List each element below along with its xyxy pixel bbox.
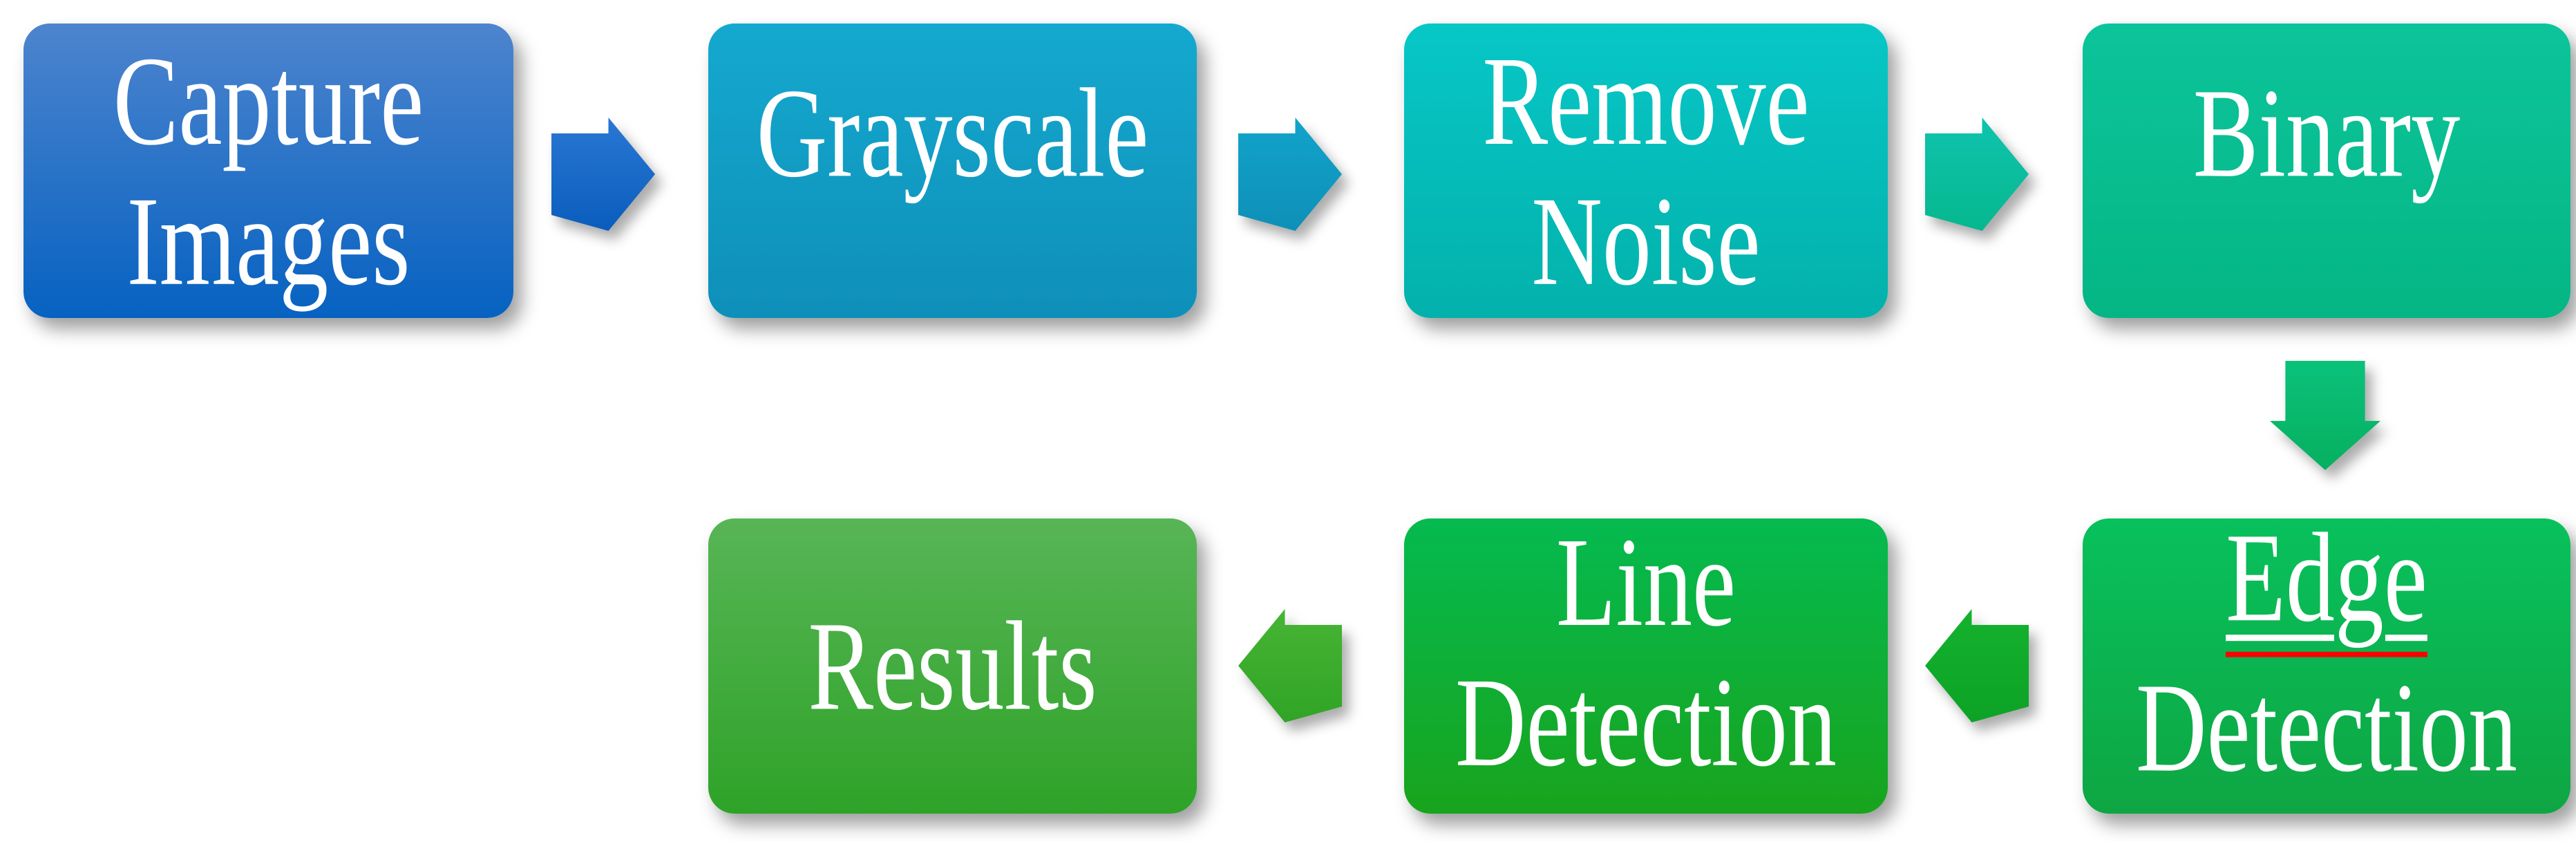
node-label: Results [808,596,1097,736]
node-label: Capture Images [113,30,424,311]
underlined-word-edge: Edge [2226,507,2427,657]
left-arrow-icon [1238,609,1342,722]
node-binary: Binary [2083,24,2570,318]
node-edge-detection: Edge Detection [2083,507,2570,814]
down-arrow-icon [2270,361,2380,470]
arrow-capture-to-grayscale [551,118,655,231]
node-label-line: Capture [113,29,424,172]
node-label-line: Images [126,169,410,312]
node-capture-images: Capture Images [23,24,513,318]
arrow-noise-to-binary [1925,118,2029,231]
arrow-binary-to-edge [2270,361,2380,470]
node-grayscale: Grayscale [708,24,1197,318]
node-remove-noise: Remove Noise [1404,24,1888,318]
arrow-edge-to-line [1925,609,2029,722]
right-arrow-icon [1925,118,2029,231]
node-label: Grayscale [757,62,1149,203]
node-label: Remove Noise [1482,30,1809,311]
node-label-line: Detection [1455,651,1837,794]
node-label-line: Noise [1531,169,1761,312]
node-label-line: Edge [2136,507,2517,657]
arrow-grayscale-to-noise [1238,118,1342,231]
node-label-line: Line [1555,511,1736,653]
node-line-detection: Line Detection [1404,512,1888,814]
node-label-line: Remove [1482,29,1810,172]
node-label-line: Binary [2193,62,2461,204]
node-label-line: Detection [2136,656,2517,798]
node-label: Line Detection [1455,512,1837,792]
node-results: Results [708,518,1197,814]
right-arrow-icon [1238,118,1342,231]
left-arrow-icon [1925,609,2029,722]
node-label-line: Results [808,595,1097,738]
arrow-line-to-results [1238,609,1342,722]
node-label: Binary [2193,62,2460,203]
node-label-line: Grayscale [756,62,1149,204]
right-arrow-icon [551,118,655,231]
node-label: Edge Detection [2136,507,2517,798]
